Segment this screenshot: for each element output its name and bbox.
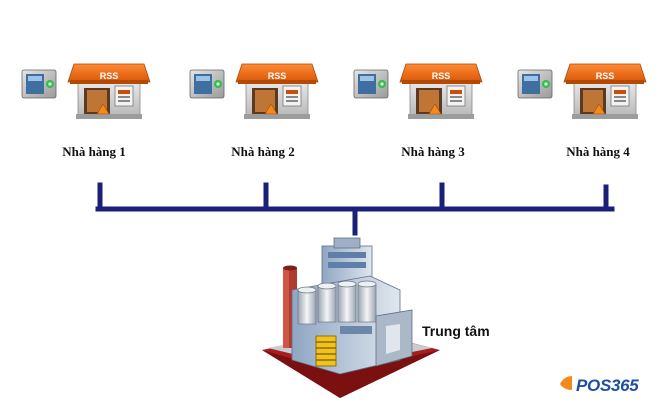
restaurant-label-3: Nhà hàng 3 <box>401 144 465 159</box>
restaurant-node-3 <box>353 63 483 120</box>
store-sign-3: RSS <box>432 71 451 81</box>
store-sign-4: RSS <box>596 71 615 81</box>
restaurant-label-2: Nhà hàng 2 <box>231 144 295 159</box>
pos365-logo-mark <box>560 376 572 390</box>
restaurant-label-1: Nhà hàng 1 <box>62 144 126 159</box>
store-sign-2: RSS <box>268 71 287 81</box>
store-sign-1: RSS <box>100 71 119 81</box>
restaurant-label-4: Nhà hàng 4 <box>566 144 630 159</box>
restaurant-node-2 <box>189 63 319 120</box>
restaurant-node-4 <box>517 63 647 120</box>
logo-text: POS365 <box>576 376 639 395</box>
headquarters-building-icon <box>262 237 440 398</box>
headquarters-label: Trung tâm <box>422 323 490 339</box>
restaurant-node-1 <box>21 63 151 120</box>
pos365-logo: POS365 <box>560 375 639 397</box>
network-bus <box>95 182 615 236</box>
